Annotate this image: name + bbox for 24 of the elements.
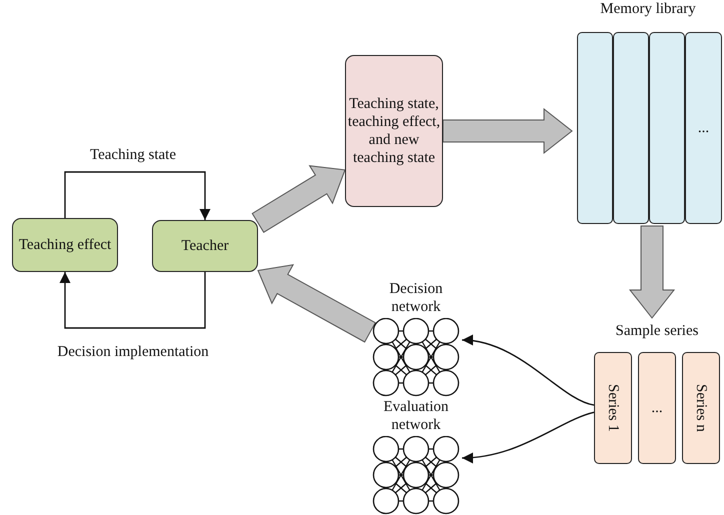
memory-column [649, 32, 685, 224]
group-title: Sample series [616, 322, 698, 340]
block-arrow [257, 264, 376, 343]
edge-label: Teaching state [90, 146, 176, 164]
edge-label: Decision implementation [57, 343, 209, 361]
process-box: Teaching effect [12, 218, 118, 272]
block-arrow [628, 226, 676, 319]
memory-column [613, 32, 649, 224]
arrow [64, 171, 210, 220]
network-title: Evaluation network [382, 398, 450, 434]
series-box: ... [638, 352, 676, 464]
block-arrow [252, 165, 346, 233]
arrow [60, 272, 206, 329]
network-title: Decision network [388, 280, 444, 316]
series-box: Series 1 [594, 352, 632, 464]
memory-column: ... [685, 32, 722, 224]
state-box: Teaching state, teaching effect, and new teaching state [345, 55, 443, 207]
series-box: Series n [682, 352, 720, 464]
arrow [462, 412, 594, 463]
memory-column [577, 32, 613, 224]
process-box: Teacher [152, 220, 258, 272]
arrow [462, 335, 594, 406]
block-arrow [442, 108, 573, 154]
group-title: Memory library [600, 0, 696, 18]
